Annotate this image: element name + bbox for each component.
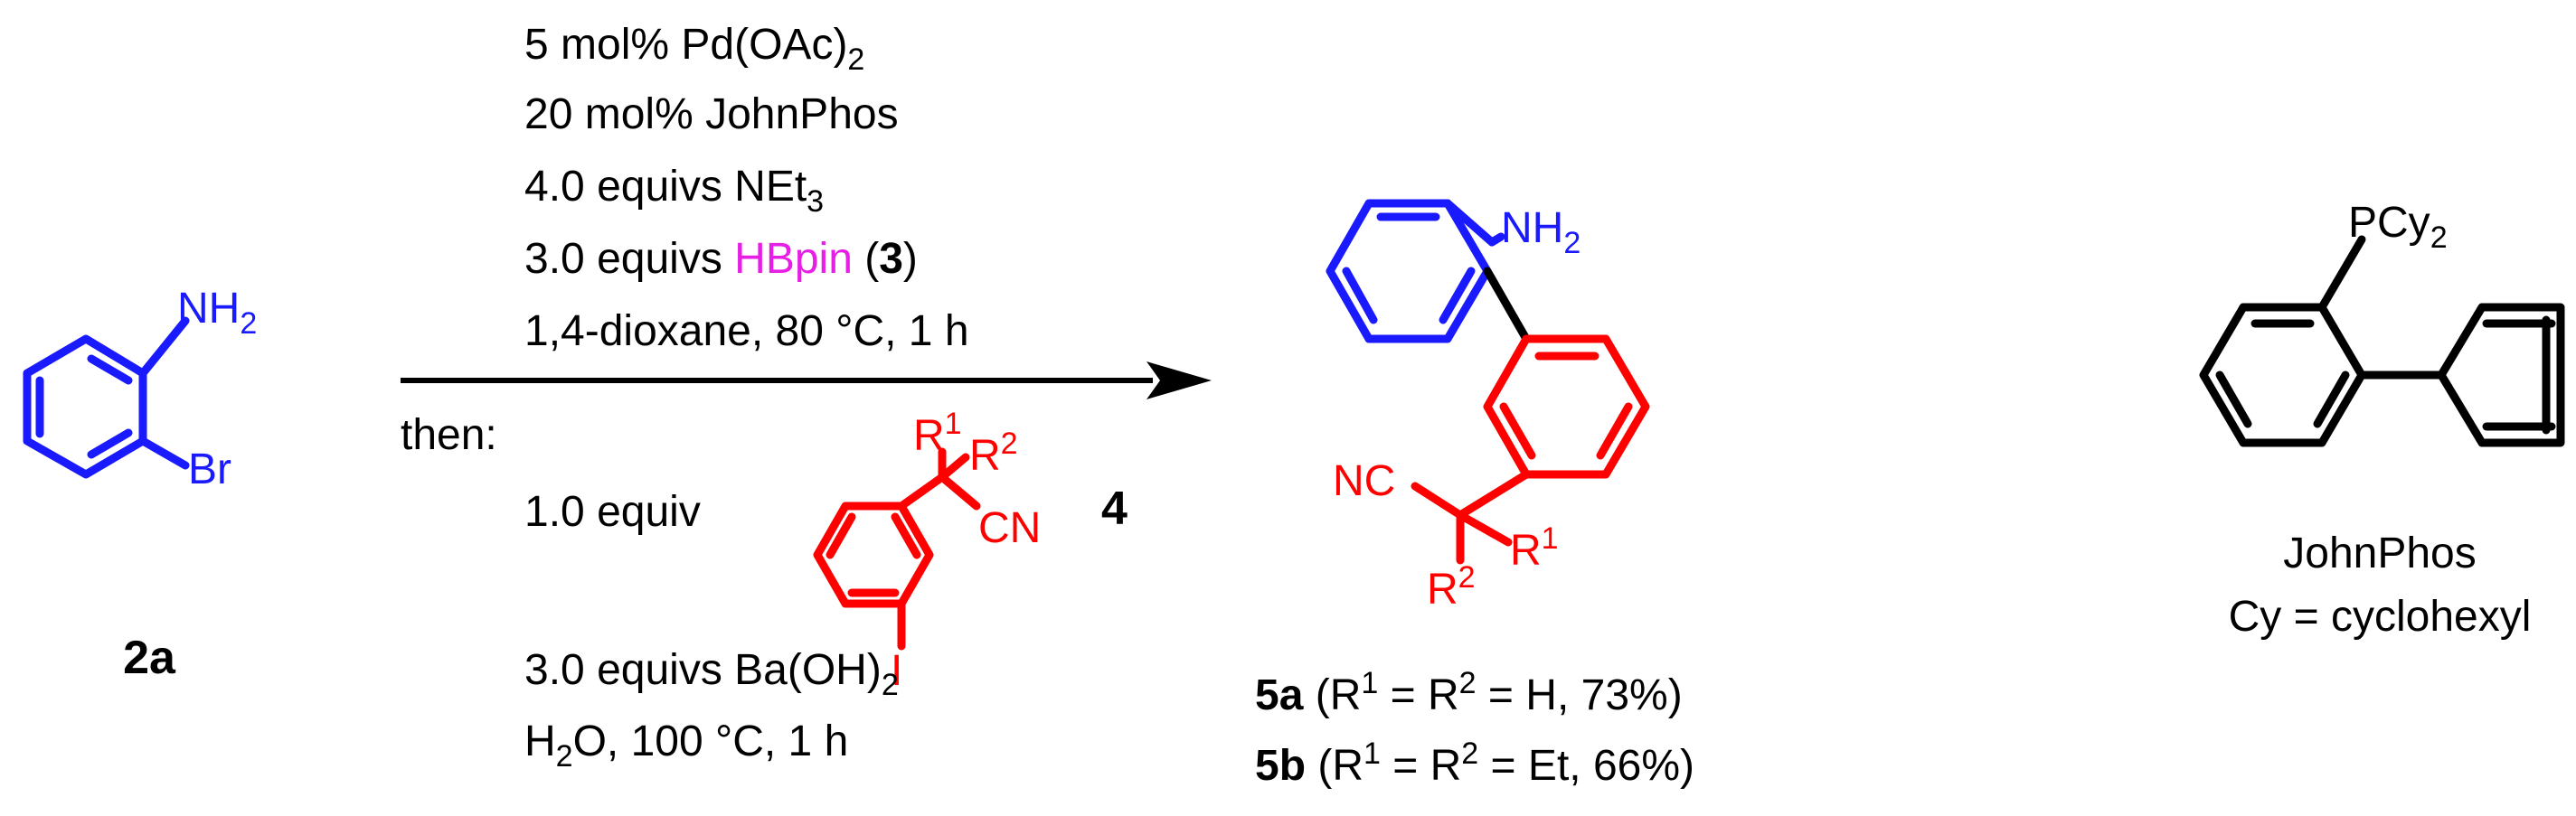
conditions-block: 5 mol% Pd(OAc)2 20 mol% JohnPhos 4.0 equ… — [524, 21, 969, 355]
start-br-label: Br — [188, 446, 231, 493]
c-br-bond — [138, 436, 190, 470]
product-aniline-ring — [1326, 199, 1492, 343]
product-aryl-ring — [1483, 334, 1650, 479]
product-5-structure — [1326, 199, 1650, 565]
c-p-bond — [2317, 235, 2366, 312]
condition-solvent: 1,4-dioxane, 80 °C, 1 h — [524, 307, 969, 355]
reagent-cn-label: CN — [978, 504, 1041, 552]
product-5b-result: 5b (R1 = R2 = Et, 66%) — [1255, 736, 1694, 790]
condition-barium-hydroxide: 3.0 equivs Ba(OH)2 — [524, 646, 899, 702]
compound-label-5b: 5b — [1255, 742, 1306, 790]
product-nh2-label: NH2 — [1501, 204, 1581, 260]
biaryl-bond — [1483, 267, 1531, 343]
cyclohexyl-definition: Cy = cyclohexyl — [2229, 593, 2532, 641]
reaction-arrow — [401, 361, 1212, 399]
condition-reagent4-equiv: 1.0 equiv — [524, 488, 701, 536]
reagent-iodo-label: I — [891, 647, 902, 695]
product-r1-label: R1 — [1510, 521, 1559, 575]
c-n-bond — [138, 316, 190, 378]
reagent-4-structure — [813, 447, 981, 651]
reagent-r2-label: R2 — [969, 427, 1018, 480]
condition-water: H2O, 100 °C, 1 h — [524, 718, 848, 774]
then-label: then: — [401, 411, 497, 459]
reagent-r1-label: R1 — [913, 407, 962, 460]
johnphos-structure — [2199, 235, 2565, 447]
condition-ligand: 20 mol% JohnPhos — [524, 90, 899, 138]
johnphos-pcy2-label: PCy2 — [2348, 199, 2448, 255]
condition-hbpin: 3.0 equivs HBpin (3) — [524, 235, 918, 283]
hbpin-text: HBpin — [734, 235, 853, 283]
start-nh2-label: NH2 — [177, 285, 257, 341]
start-material-2a-structure — [23, 316, 190, 479]
compound-label-2a: 2a — [123, 632, 176, 684]
johnphos-ring-right — [2437, 303, 2565, 447]
compound-label-4: 4 — [1101, 483, 1128, 535]
compound-label-5a: 5a — [1255, 671, 1304, 719]
condition-base: 4.0 equivs NEt3 — [524, 163, 824, 219]
product-r2-label: R2 — [1427, 560, 1476, 614]
product-nc-label: NC — [1333, 457, 1395, 505]
condition-pd-catalyst: 5 mol% Pd(OAc)2 — [524, 21, 864, 77]
johnphos-name: JohnPhos — [2283, 530, 2477, 577]
benzene-ring — [23, 334, 147, 479]
product-5a-result: 5a (R1 = R2 = H, 73%) — [1255, 666, 1683, 719]
